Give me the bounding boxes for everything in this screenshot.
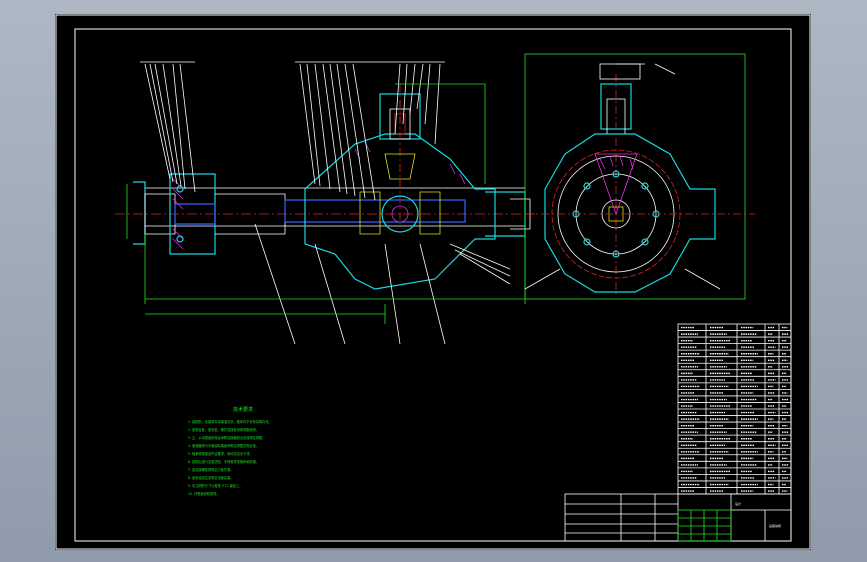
note-line: 5. 轴承预紧度应符合要求，转动灵活无卡滞。	[188, 451, 253, 456]
note-line: 6. 装配后进行空载试验，不得有异常噪声和渗漏。	[188, 459, 259, 464]
note-line: 10. 外表面涂防锈漆。	[188, 491, 220, 496]
technical-notes: 技术要求 1. 装配前，全部零件用煤油清洗，箱体内不许有杂物存在。 2. 各配合…	[188, 406, 272, 496]
note-line: 8. 齿轮油加注至规定油面高度。	[188, 475, 234, 480]
section-view	[115, 61, 535, 345]
title-block: 设计 后驱动桥	[564, 493, 792, 542]
note-line: 1. 装配前，全部零件用煤油清洗，箱体内不许有杂物存在。	[188, 419, 272, 424]
notes-title: 技术要求	[233, 406, 253, 413]
note-line: 2. 各配合处、密封处、螺钉连接处用润滑脂润滑。	[188, 427, 259, 432]
parts-list	[677, 323, 792, 495]
outer-frame	[55, 14, 811, 550]
note-line: 3. 主、从动锥齿轮啮合间隙及接触斑点应按规定调整。	[188, 435, 265, 440]
end-view	[524, 53, 755, 300]
note-line: 9. 未注明的尺寸公差按 IT12 级加工。	[188, 483, 242, 488]
title-block-drawing-name: 后驱动桥	[769, 523, 781, 528]
drawing-canvas: 技术要求 1. 装配前，全部零件用煤油清洗，箱体内不许有杂物存在。 2. 各配合…	[55, 14, 811, 550]
title-block-company: 设计	[735, 501, 741, 506]
inner-frame	[74, 28, 792, 542]
cad-drawing-viewport[interactable]: 技术要求 1. 装配前，全部零件用煤油清洗，箱体内不许有杂物存在。 2. 各配合…	[55, 14, 811, 550]
note-line: 7. 各连接螺栓按规定力矩拧紧。	[188, 467, 234, 472]
note-line: 4. 差速器壳与半轴齿轮端面间隙应调整至规定值。	[188, 443, 259, 448]
